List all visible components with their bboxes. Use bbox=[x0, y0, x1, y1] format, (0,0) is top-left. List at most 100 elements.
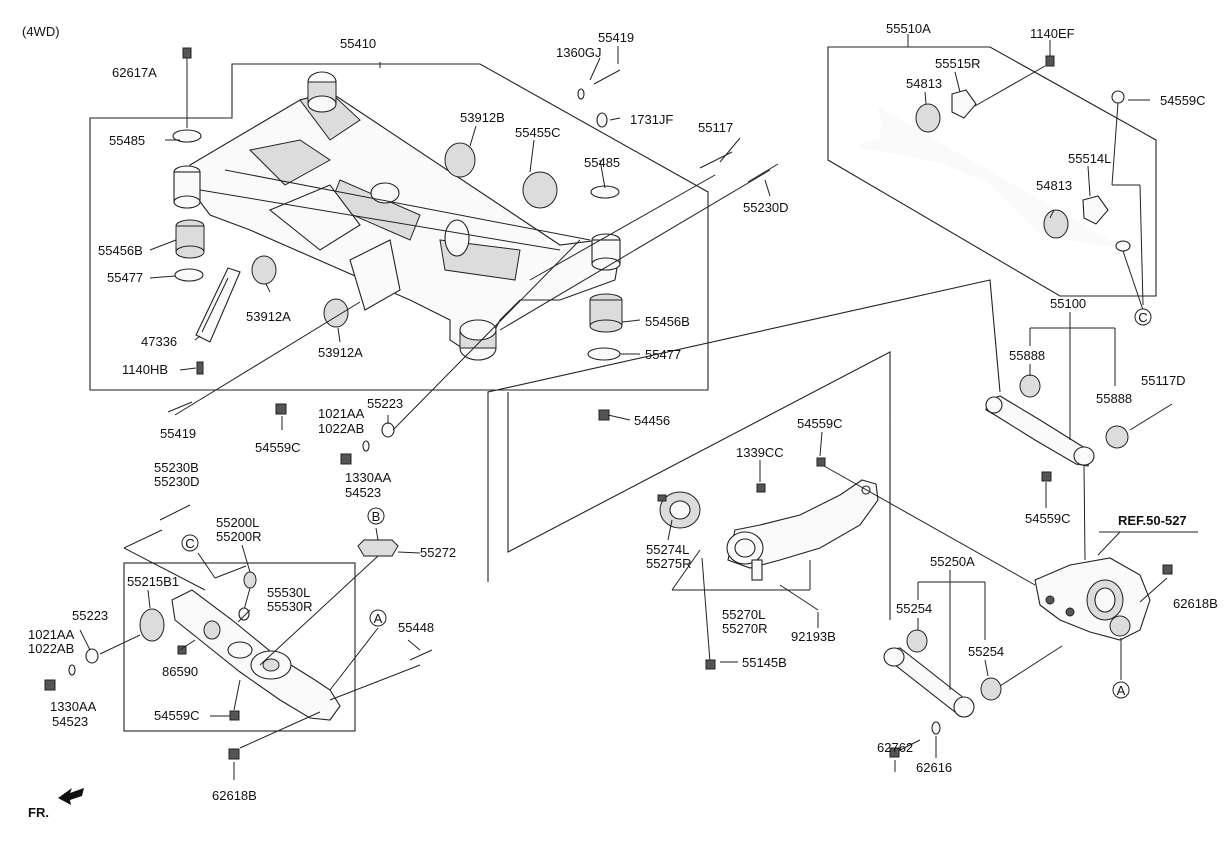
svg-text:B: B bbox=[372, 509, 381, 524]
bolt-head-55145b bbox=[705, 659, 716, 670]
label-55223-left: 55223 bbox=[72, 608, 108, 623]
label-55410: 55410 bbox=[340, 36, 376, 51]
label-55254-b: 55254 bbox=[968, 644, 1004, 659]
left-mount-stack bbox=[172, 47, 205, 282]
bushing-53912a-b bbox=[323, 298, 349, 328]
label-55200l: 55200L bbox=[216, 515, 259, 530]
bushing-55274l bbox=[657, 491, 701, 529]
label-1731jf: 1731JF bbox=[630, 112, 673, 127]
bolt-1140ef bbox=[1045, 55, 1055, 67]
washer-1360gj bbox=[577, 88, 585, 100]
label-54813-top: 54813 bbox=[906, 76, 942, 91]
lower-control-arm-55200 bbox=[171, 589, 341, 721]
leader-lines-lower-control-arm bbox=[79, 527, 421, 780]
label-53912b: 53912B bbox=[460, 110, 505, 125]
label-55117d: 55117D bbox=[1141, 373, 1186, 388]
label-54523-mid: 54523 bbox=[345, 485, 381, 500]
label-54559c-center: 54559C bbox=[797, 416, 843, 431]
front-direction-label: FR. bbox=[28, 805, 49, 820]
label-55215b1: 55215B1 bbox=[127, 574, 179, 589]
label-55456b-right: 55456B bbox=[645, 314, 690, 329]
upper-arm-55100 bbox=[985, 374, 1173, 482]
bolt-55419-top bbox=[593, 69, 621, 85]
label-55223-mid: 55223 bbox=[367, 396, 403, 411]
label-1022ab-left: 1022AB bbox=[28, 641, 74, 656]
leader-lines-trailing-arm bbox=[667, 431, 1036, 663]
svg-text:A: A bbox=[374, 611, 383, 626]
washer-1330aa-mid bbox=[362, 440, 370, 452]
label-1330aa-left: 1330AA bbox=[50, 699, 97, 714]
leader-lines-stabilizer bbox=[907, 34, 1150, 306]
trailing-arm-55270 bbox=[726, 479, 879, 581]
label-55230d: 55230D bbox=[743, 200, 789, 215]
bolt-55448 bbox=[409, 649, 433, 661]
label-54559c-right: 54559C bbox=[1025, 511, 1071, 526]
reference-label: REF.50-527 bbox=[1118, 513, 1187, 528]
label-86590: 86590 bbox=[162, 664, 198, 679]
label-55270l: 55270L bbox=[722, 607, 765, 622]
label-47336: 47336 bbox=[141, 334, 177, 349]
label-55888-b: 55888 bbox=[1096, 391, 1132, 406]
callout-a-right: A bbox=[1112, 681, 1130, 699]
label-54523-left: 54523 bbox=[52, 714, 88, 729]
stabilizer-group-frame bbox=[827, 46, 1157, 297]
trailing-arm-frame-b bbox=[507, 351, 891, 620]
rear-knuckle bbox=[1034, 557, 1151, 641]
washer-1330aa-left bbox=[68, 664, 76, 676]
label-55530r: 55530R bbox=[267, 599, 313, 614]
bolt-55230d bbox=[747, 163, 779, 183]
bolt-92193b bbox=[779, 584, 819, 611]
svg-text:C: C bbox=[1138, 310, 1147, 325]
callout-b: B bbox=[367, 507, 385, 525]
ref-leader bbox=[1097, 531, 1121, 556]
label-62618b-bottom: 62618B bbox=[212, 788, 257, 803]
bolt-1140hb bbox=[196, 361, 204, 375]
label-55272: 55272 bbox=[420, 545, 456, 560]
nut-1021aa-left bbox=[44, 679, 56, 691]
label-55448: 55448 bbox=[398, 620, 434, 635]
bolt-55117 bbox=[699, 151, 733, 169]
label-54456: 54456 bbox=[634, 413, 670, 428]
label-55117: 55117 bbox=[698, 120, 733, 135]
label-55230b: 55230B bbox=[154, 460, 199, 475]
bushing-55455c bbox=[522, 171, 558, 209]
nut-1339cc bbox=[756, 483, 766, 493]
part-labels: 62617A 55410 55419 1360GJ 1731JF 55485 5… bbox=[28, 21, 1218, 803]
label-55530l: 55530L bbox=[267, 585, 310, 600]
label-55456b-left: 55456B bbox=[98, 243, 143, 258]
label-55250a: 55250A bbox=[930, 554, 975, 569]
label-55145b: 55145B bbox=[742, 655, 787, 670]
washer-55223-left bbox=[85, 648, 99, 664]
label-55510a: 55510A bbox=[886, 21, 931, 36]
stabilizer-bushings bbox=[915, 89, 1109, 239]
label-55455c: 55455C bbox=[515, 125, 561, 140]
label-54559c-topright: 54559C bbox=[1160, 93, 1206, 108]
label-1021aa-left: 1021AA bbox=[28, 627, 75, 642]
label-55270r: 55270R bbox=[722, 621, 768, 636]
label-62618b-right: 62618B bbox=[1173, 596, 1218, 611]
leader-lines-crossmember bbox=[149, 46, 771, 431]
nut-1731jf bbox=[596, 112, 608, 128]
label-53912a-a: 53912A bbox=[246, 309, 291, 324]
trailing-arm-group-frame bbox=[487, 279, 1001, 582]
svg-text:C: C bbox=[185, 536, 194, 551]
label-55419-bottom: 55419 bbox=[160, 426, 196, 441]
label-62616: 62616 bbox=[916, 760, 952, 775]
label-55514l: 55514L bbox=[1068, 151, 1111, 166]
label-55485-left: 55485 bbox=[109, 133, 145, 148]
label-1140ef: 1140EF bbox=[1030, 26, 1075, 41]
label-55419-top: 55419 bbox=[598, 30, 634, 45]
label-92193b: 92193B bbox=[791, 629, 836, 644]
bolt-55145b bbox=[701, 557, 711, 663]
callout-c-top: C bbox=[1134, 308, 1152, 326]
nut-54559c-topright bbox=[1111, 90, 1125, 104]
label-55230d-b: 55230D bbox=[154, 474, 200, 489]
variant-label: (4WD) bbox=[22, 24, 60, 39]
bushing-53912b bbox=[444, 142, 476, 178]
leader-lines-upper-arm bbox=[1029, 312, 1116, 561]
bushing-55215b1 bbox=[139, 608, 165, 642]
bushing-53912a-a bbox=[251, 255, 277, 285]
svg-text:A: A bbox=[1117, 683, 1126, 698]
label-55888-a: 55888 bbox=[1009, 348, 1045, 363]
label-1022ab-mid: 1022AB bbox=[318, 421, 364, 436]
